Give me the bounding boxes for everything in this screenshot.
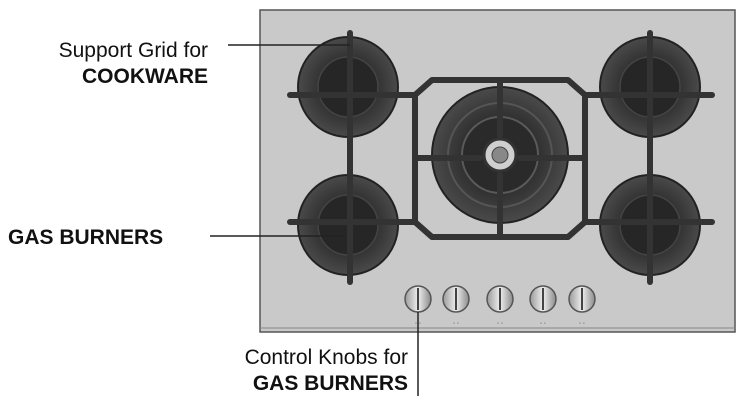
svg-text:◦ ◦: ◦ ◦	[497, 321, 503, 327]
burner-center-wok	[431, 86, 569, 224]
control-knob[interactable]: ◦ ◦	[486, 285, 514, 327]
svg-text:◦ ◦: ◦ ◦	[579, 321, 585, 327]
control-knob[interactable]: ◦ ◦	[442, 285, 470, 327]
label-control-knobs-line2: GAS BURNERS	[252, 372, 408, 395]
support-grid-right	[589, 30, 715, 285]
label-control-knobs: Control Knobs for GAS BURNERS	[180, 345, 408, 397]
label-support-grid: Support Grid for COOKWARE	[8, 38, 208, 90]
control-knob[interactable]: ◦ ◦	[529, 285, 557, 327]
control-knobs: ◦ ◦ ◦ ◦ ◦ ◦ ◦ ◦ ◦ ◦	[404, 285, 596, 327]
svg-text:◦ ◦: ◦ ◦	[540, 321, 546, 327]
control-knob[interactable]: ◦ ◦	[568, 285, 596, 327]
svg-text:◦ ◦: ◦ ◦	[453, 321, 459, 327]
support-grid-left	[287, 30, 411, 285]
label-gas-burners: GAS BURNERS	[8, 226, 164, 249]
label-support-grid-line1: Support Grid for	[58, 39, 208, 62]
support-grid-center	[405, 77, 595, 240]
label-support-grid-line2: COOKWARE	[82, 65, 208, 88]
label-control-knobs-line1: Control Knobs for	[244, 346, 408, 369]
